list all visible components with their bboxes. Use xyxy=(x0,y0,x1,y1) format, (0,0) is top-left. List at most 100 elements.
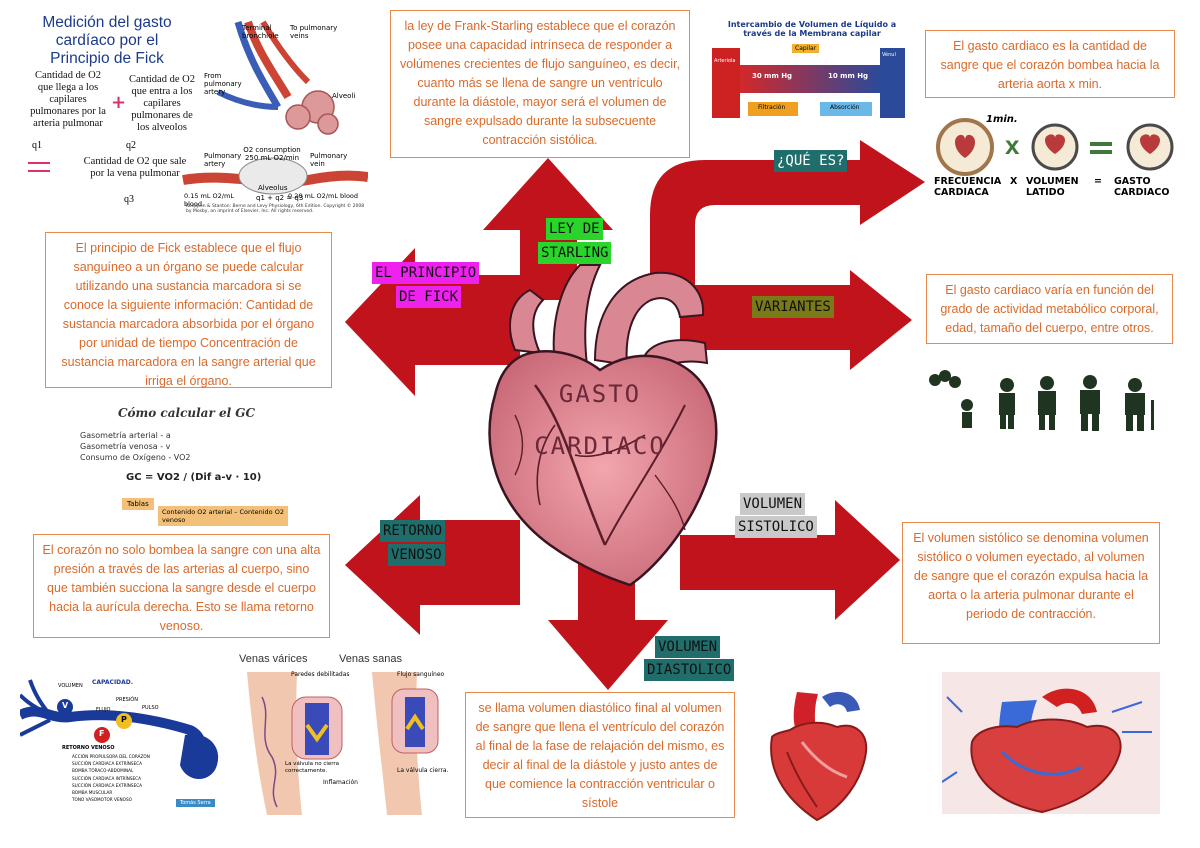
igual-label: = xyxy=(1094,176,1102,187)
label-alveoli: Alveoli xyxy=(332,92,356,100)
gc-formula-figure: x 1min. FRECUENCIA CARDIACA X VOLUMEN LA… xyxy=(930,112,1175,210)
label-fick-1: EL PRINCIPIO xyxy=(372,262,480,284)
elderly-icon xyxy=(1125,378,1154,431)
arrow-right-bottom xyxy=(680,500,900,620)
svg-text:x: x xyxy=(1005,130,1020,160)
paredes-label: Paredes debilitadas xyxy=(291,671,350,678)
gc-contenido: Contenido O2 arterial – Contenido O2 ven… xyxy=(158,506,288,526)
box-variantes: El gasto cardiaco varía en función del g… xyxy=(926,274,1173,344)
sanas-title: Venas sanas xyxy=(339,653,402,665)
no-cierra-label: La válvula no cierra correctamente. xyxy=(285,761,340,774)
label-volumen-diastolico-1: VOLUMEN xyxy=(655,636,721,658)
box-sistolico: El volumen sistólico se denomina volumen… xyxy=(902,522,1160,644)
capacidad-label: CAPACIDAD. xyxy=(92,679,134,686)
venous-return-figure: CAPACIDAD. VOLUMEN PRESIÓN FLUJO PULSO V… xyxy=(20,675,232,810)
fick-q2-text: Cantidad de O2 que entra a los capilares… xyxy=(129,74,195,133)
gc-tablas: Tablas xyxy=(122,498,154,510)
extremo-venoso-label: Extremo xyxy=(832,56,854,62)
fick-q1-text: Cantidad de O2 que llega a los capilares… xyxy=(30,70,106,129)
fick-q3-text: Cantidad de O2 que sale por la vena pulm… xyxy=(83,156,187,179)
absorcion-label: Absorción xyxy=(830,104,860,111)
label-alveolus: Alveolus xyxy=(258,184,288,192)
gc-calc-title: Cómo calcular el GC xyxy=(118,406,256,420)
label-right-val: 0.20 mL O2/mL blood xyxy=(288,192,359,200)
arrow-down xyxy=(548,560,668,690)
label-retorno-2: VENOSO xyxy=(388,544,445,566)
venous-list-item: BOMBA TÓRACO-ABDOMINAL xyxy=(72,768,134,774)
f-icon: F xyxy=(99,729,105,738)
label-volumen-sistolico-1: VOLUMEN xyxy=(740,493,806,515)
heart-anatomy-drawing-2 xyxy=(942,672,1160,814)
gc-calc-figure: Cómo calcular el GC Gasometría arterial … xyxy=(60,398,288,528)
label-que-es: ¿QUÉ ES? xyxy=(774,150,848,172)
label-variantes: VARIANTES xyxy=(752,296,834,318)
venous-footer: Tomás Serra xyxy=(176,799,215,807)
venous-list-item: TONO VASOMOTOR VENOSO xyxy=(72,797,132,803)
lung-alveoli-drawing xyxy=(182,20,368,195)
arrow-curved-que-es xyxy=(650,140,925,290)
frecuencia-label: FRECUENCIA CARDIACA xyxy=(934,176,1002,198)
legs-drawing xyxy=(247,672,439,815)
box-que-es: El gasto cardiaco es la cantidad de sang… xyxy=(925,30,1175,98)
label-from-pulm: From pulmonary artery xyxy=(204,72,242,96)
fick-q3: q3 xyxy=(124,194,134,205)
fick-figure: Medición del gasto cardíaco por el Princ… xyxy=(28,12,368,220)
age-silhouettes xyxy=(929,370,1154,431)
center-title-line1: GASTO xyxy=(558,380,642,408)
retorno-venoso-label: RETORNO VENOSO xyxy=(62,745,115,751)
center-title-line2: CARDIACO xyxy=(534,432,666,460)
label-pulm-vein: Pulmonary vein xyxy=(310,152,348,168)
child-icon xyxy=(999,378,1015,429)
label-to-pulm: To pulmonary veins xyxy=(290,24,338,40)
capillary-title: Intercambio de Volumen de Líquido a trav… xyxy=(727,20,897,38)
gc-calc-item: Gasometría arterial - a xyxy=(80,431,171,440)
box-diastolico: se llama volumen diastólico final al vol… xyxy=(465,692,735,818)
cierra-label: La válvula cierra. xyxy=(397,767,449,774)
capillary-drawing xyxy=(712,48,905,118)
plus-icon: + xyxy=(111,92,127,113)
gc-calc-items: Gasometría arterial - a Gasometría venos… xyxy=(80,430,190,463)
label-pulm-artery: Pulmonary artery xyxy=(204,152,242,168)
box-retorno: El corazón no solo bombea la sangre con … xyxy=(33,534,330,638)
filtracion-label: Filtración xyxy=(758,104,786,111)
label-terminal: Terminal bronchiole xyxy=(242,24,279,40)
venous-list-item: BOMBA MUSCULAR xyxy=(72,790,113,796)
arrow-left-top xyxy=(345,248,520,396)
varicose-figure: Venas várices Venas sanas Paredes debili… xyxy=(237,653,452,815)
pulso-label: PULSO xyxy=(142,705,159,711)
venous-list-item: SUCCIÓN CARDIACA EXTRÍNSECA xyxy=(72,782,143,788)
adult-icon xyxy=(1080,375,1100,431)
v-icon: V xyxy=(62,701,69,710)
fick-figure-title: Medición del gasto cardíaco por el Princ… xyxy=(42,14,172,67)
arteriola-label: Arteriola xyxy=(714,58,736,64)
timer-label: 1min. xyxy=(986,114,1018,125)
equals-icon xyxy=(28,162,50,172)
box-starling: la ley de Frank-Starling establece que e… xyxy=(390,10,690,158)
gasto-label: GASTO CARDIACO xyxy=(1114,176,1170,198)
heart-illustration xyxy=(488,264,718,587)
flujo-sanguineo-label: Flujo sanguíneo xyxy=(397,671,445,678)
label-starling-1: LEY DE xyxy=(546,218,603,240)
fick-q2: q2 xyxy=(126,140,136,151)
label-starling-2: STARLING xyxy=(538,242,612,264)
inflamacion-label: Inflamación xyxy=(323,779,358,786)
label-retorno-1: RETORNO xyxy=(380,520,446,542)
label-left-val: 0.15 mL O2/mL blood xyxy=(184,192,234,208)
presion-label: PRESIÓN xyxy=(116,697,138,703)
gc-formula: GC = VO2 / (Dif a-v · 10) xyxy=(126,472,262,483)
child-balloons-icon xyxy=(929,370,973,428)
label-volumen-sistolico-2: SISTOLICO xyxy=(735,516,817,538)
gc-formula-drawing: x xyxy=(936,118,1174,176)
venous-list-item: SUCCIÓN CARDIACA INTRÍNSECA xyxy=(72,775,141,781)
venous-list: ACCIÓN PROPULSORA DEL CORAZÓN SUCCIÓN CA… xyxy=(72,753,150,803)
box-fick: El principio de Fick establece que el fl… xyxy=(45,232,332,388)
venul-label: Vénul xyxy=(882,52,896,58)
venous-list-item: ACCIÓN PROPULSORA DEL CORAZÓN xyxy=(72,754,150,759)
label-fick-2: DE FICK xyxy=(396,286,462,308)
teen-icon xyxy=(1038,376,1056,430)
gc-calc-item: Consumo de Oxígeno - VO2 xyxy=(80,453,191,462)
volumen-label: VOLUMEN xyxy=(58,683,83,689)
capillary-label: Capilar xyxy=(792,44,820,53)
p10-label: 10 mm Hg xyxy=(828,72,869,80)
venous-drawing xyxy=(20,679,219,780)
